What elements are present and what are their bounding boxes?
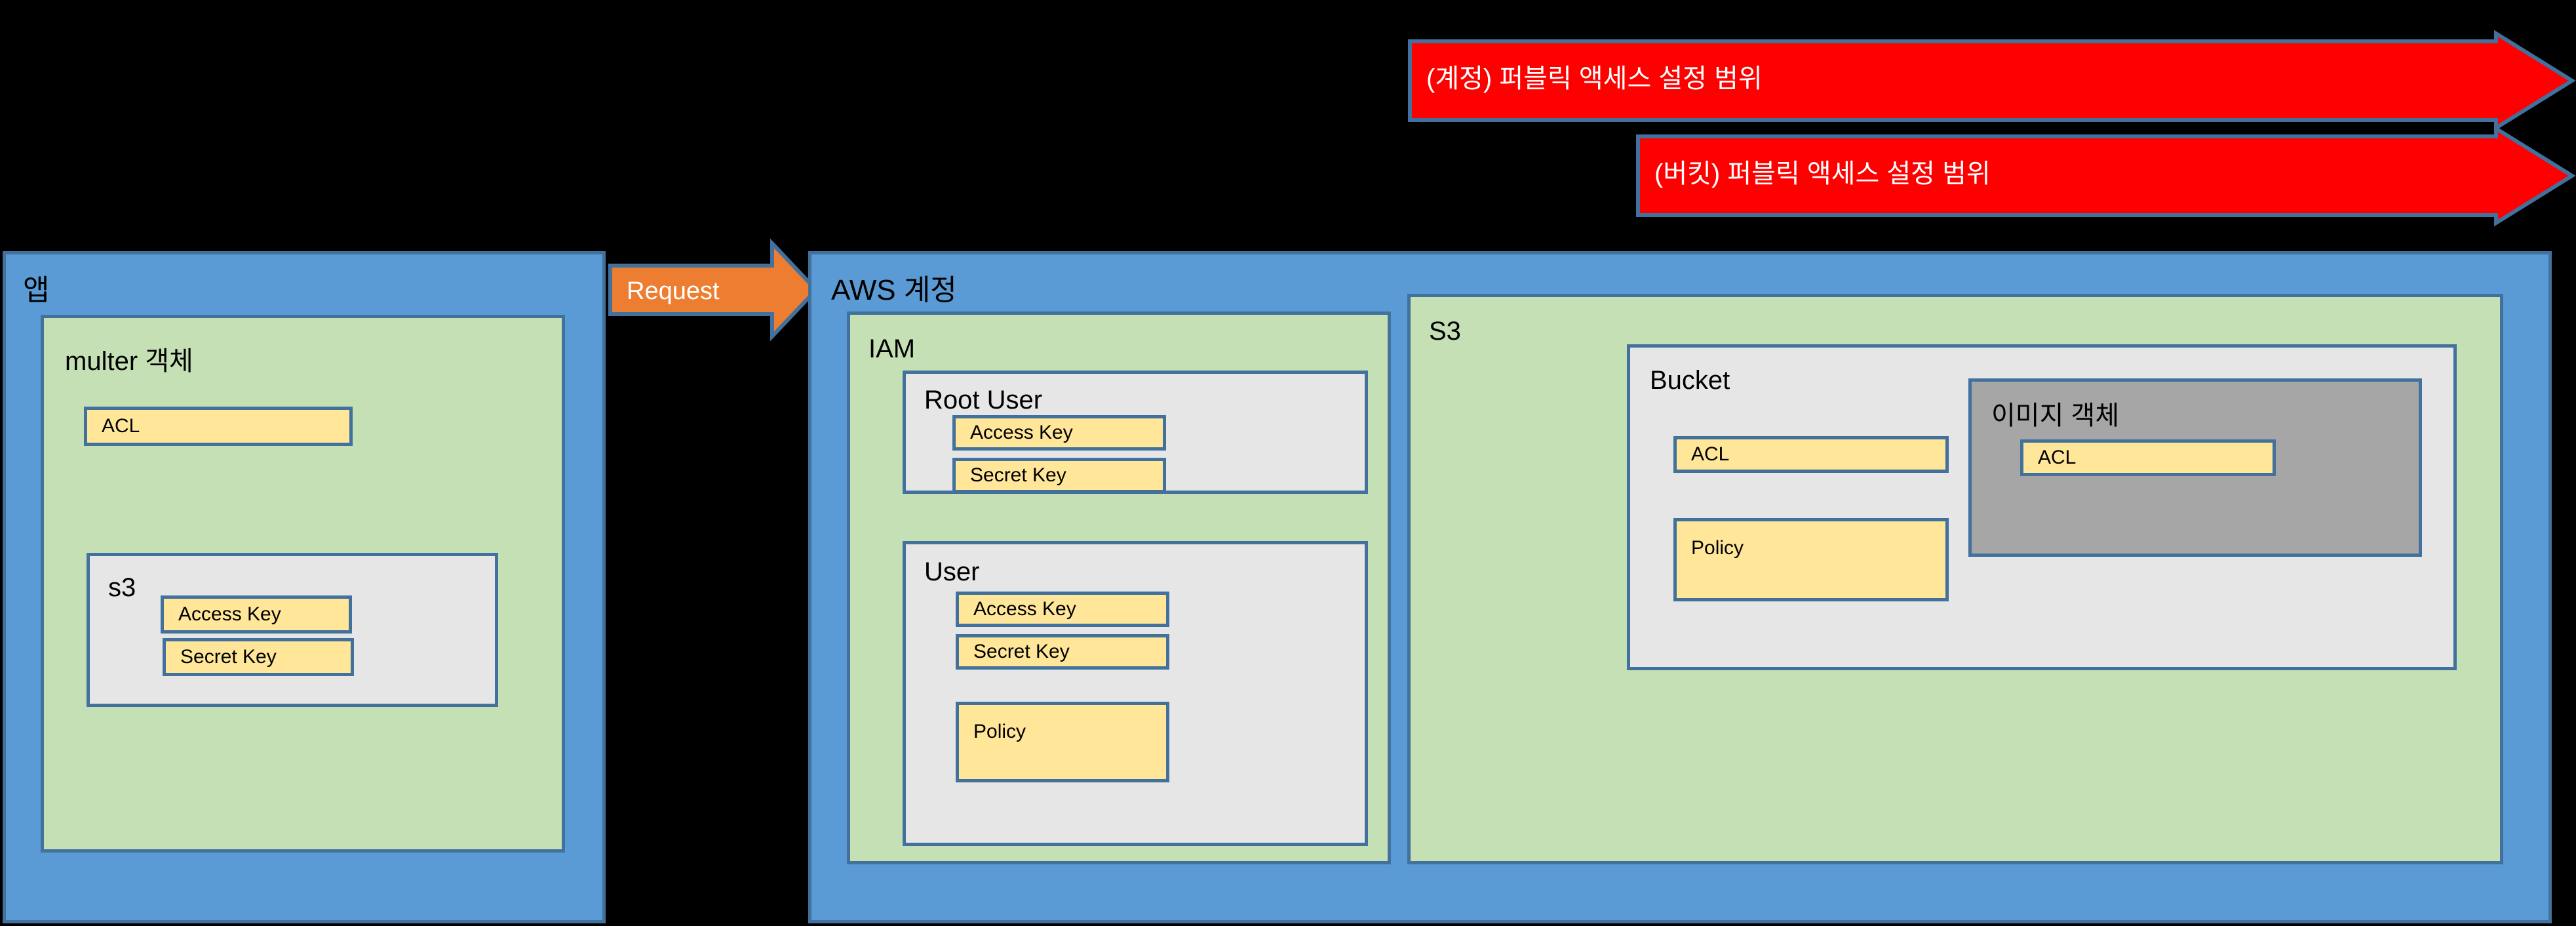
app-s3-access-key-chip: Access Key [161,595,352,634]
user-access-key-chip: Access Key [956,592,1169,627]
bucket-acl-chip: ACL [1673,436,1949,473]
bucket-policy-chip: Policy [1673,518,1949,601]
request-arrow-label: Request [627,277,720,305]
iam-title: IAM [868,334,916,363]
app-s3-secret-key-chip: Secret Key [163,638,354,676]
bucket-title: Bucket [1650,366,1730,395]
user-access-key-label: Access Key [973,598,1076,620]
image-object-title: 이미지 객체 [1991,401,2120,430]
user-box: User [903,541,1368,846]
request-arrow: Request [608,238,819,342]
bucket-scope-arrow-label: (버킷) 퍼블릭 액세스 설정 범위 [1654,159,1991,188]
bucket-policy-label: Policy [1691,537,1744,559]
root-user-access-key-label: Access Key [970,422,1073,443]
account-scope-arrow-label: (계정) 퍼블릭 액세스 설정 범위 [1426,64,1763,93]
bucket-acl-label: ACL [1691,443,1730,465]
user-secret-key-chip: Secret Key [956,634,1169,670]
user-policy-chip: Policy [956,702,1169,782]
app-s3-access-key-label: Access Key [178,603,281,625]
multer-object-title: multer 객체 [65,347,193,376]
multer-acl-chip: ACL [84,407,353,446]
app-panel-title: 앱 [23,274,50,306]
user-policy-label: Policy [973,721,1026,742]
image-object-acl-chip: ACL [2020,439,2276,476]
root-user-access-key-chip: Access Key [952,415,1166,451]
aws-account-panel-title: AWS 계정 [831,274,957,306]
root-user-title: Root User [924,386,1043,414]
root-user-secret-key-label: Secret Key [970,464,1066,486]
app-s3-title: s3 [108,573,136,602]
s3-service-title: S3 [1429,317,1461,346]
image-object-acl-label: ACL [2038,447,2077,468]
multer-acl-label: ACL [102,415,140,437]
root-user-secret-key-chip: Secret Key [952,458,1166,493]
bucket-scope-arrow: (버킷) 퍼블릭 액세스 설정 범위 [1636,125,2576,227]
app-s3-secret-key-label: Secret Key [180,646,277,668]
user-secret-key-label: Secret Key [973,641,1070,662]
user-title: User [924,557,980,586]
account-scope-arrow: (계정) 퍼블릭 액세스 설정 범위 [1408,30,2576,132]
